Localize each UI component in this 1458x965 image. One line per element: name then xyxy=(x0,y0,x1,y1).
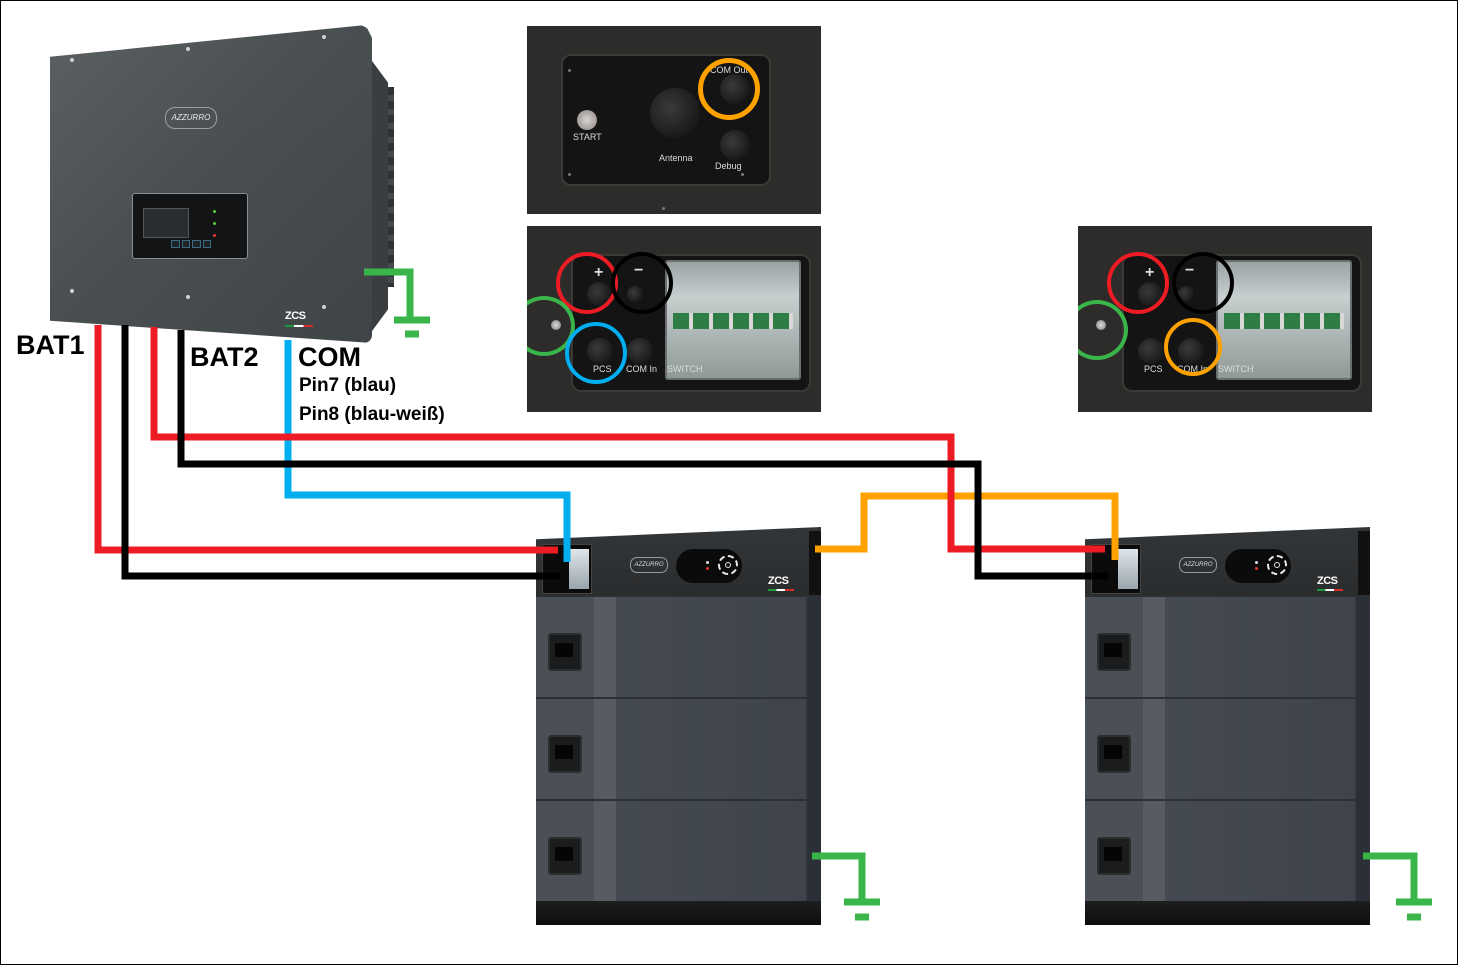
label-com-in: COM In xyxy=(626,364,658,374)
screw xyxy=(322,35,326,39)
module-handle xyxy=(548,633,582,671)
hybrid-inverter: AZZURRO ZCS xyxy=(50,25,394,343)
italian-flag-stripe xyxy=(1317,589,1343,591)
highlight-minus xyxy=(1172,252,1234,314)
azzurro-logo: AZZURRO xyxy=(165,107,217,129)
label-com: COM xyxy=(298,342,361,372)
zcs-logo: ZCS xyxy=(1317,575,1338,587)
zcs-logo: ZCS xyxy=(768,575,789,587)
screw xyxy=(70,289,74,293)
screw xyxy=(70,58,74,62)
module-handle xyxy=(1097,735,1131,773)
inverter-display xyxy=(132,193,248,259)
label-antenna: Antenna xyxy=(659,153,693,163)
battery-module-1 xyxy=(1085,595,1370,699)
lcd-screen xyxy=(143,208,189,238)
battery-status-display xyxy=(676,549,742,583)
highlight-ground xyxy=(527,296,575,356)
label-pcs: PCS xyxy=(1144,364,1163,374)
ground-symbol-inverter xyxy=(364,268,430,338)
battery-module-3 xyxy=(1085,799,1370,903)
label-bat1: BAT1 xyxy=(16,330,85,360)
wire-com-link xyxy=(815,492,1119,560)
ground-symbol-battery2 xyxy=(1363,852,1432,921)
italian-flag-stripe xyxy=(768,589,794,591)
screw xyxy=(186,47,190,51)
zcs-logo: ZCS xyxy=(285,310,306,322)
wire-bat1-negative xyxy=(121,325,560,580)
screw xyxy=(186,295,190,299)
battery-base xyxy=(536,901,821,925)
wire-bat1-positive xyxy=(94,325,558,554)
led-off-grid xyxy=(213,222,216,225)
highlight-minus xyxy=(611,252,673,314)
label-start: START xyxy=(573,132,602,142)
highlight-pcs xyxy=(565,322,627,384)
label-bat2: BAT2 xyxy=(190,342,259,372)
azzurro-logo: AZZURRO xyxy=(1179,557,1217,573)
photo-bms-ports-battery2: + − PCS COM In SWITCH xyxy=(1078,226,1372,412)
power-button-icon[interactable] xyxy=(718,555,738,575)
battery-base xyxy=(1085,901,1370,925)
highlight-com-out xyxy=(698,58,760,120)
label-switch: SWITCH xyxy=(1218,364,1254,374)
led-on-grid xyxy=(213,210,216,213)
btn-enter[interactable] xyxy=(202,240,211,248)
highlight-plus xyxy=(1107,252,1169,314)
wire-bat2-positive xyxy=(150,327,1105,553)
photo-bms-ports-battery1: + − PCS COM In SWITCH xyxy=(527,226,821,412)
btn-down[interactable] xyxy=(192,240,201,248)
label-debug: Debug xyxy=(715,161,742,171)
module-handle xyxy=(1097,633,1131,671)
battery-status-display xyxy=(1225,549,1291,583)
label-switch: SWITCH xyxy=(667,364,703,374)
screw xyxy=(322,305,326,309)
battery-module-2 xyxy=(1085,697,1370,801)
wire-bat2-negative xyxy=(177,330,1108,580)
inverter-buttons xyxy=(171,240,211,248)
inverter-front-panel xyxy=(50,25,372,343)
power-button-icon[interactable] xyxy=(1267,555,1287,575)
btn-up[interactable] xyxy=(181,240,190,248)
wire-com-pcs xyxy=(284,340,571,562)
module-handle xyxy=(548,837,582,875)
battery-module-3 xyxy=(536,799,821,903)
battery-module-2 xyxy=(536,697,821,801)
module-handle xyxy=(548,735,582,773)
highlight-ground xyxy=(1078,300,1128,360)
inverter-side-panel xyxy=(372,61,388,331)
highlight-com-in xyxy=(1164,318,1222,376)
label-pin8: Pin8 (blau-weiß) xyxy=(299,404,445,425)
battery-module-1 xyxy=(536,595,821,699)
module-handle xyxy=(1097,837,1131,875)
ground-symbol-battery1 xyxy=(812,852,880,921)
italian-flag-stripe xyxy=(285,325,313,327)
label-pin7: Pin7 (blau) xyxy=(299,375,397,396)
btn-back[interactable] xyxy=(171,240,180,248)
azzurro-logo: AZZURRO xyxy=(630,557,668,573)
battery-tower-2: AZZURRO ZCS xyxy=(1085,527,1370,925)
photo-bms-com-panel: START Antenna COM Out Debug xyxy=(527,26,821,214)
led-alarm xyxy=(213,234,216,237)
